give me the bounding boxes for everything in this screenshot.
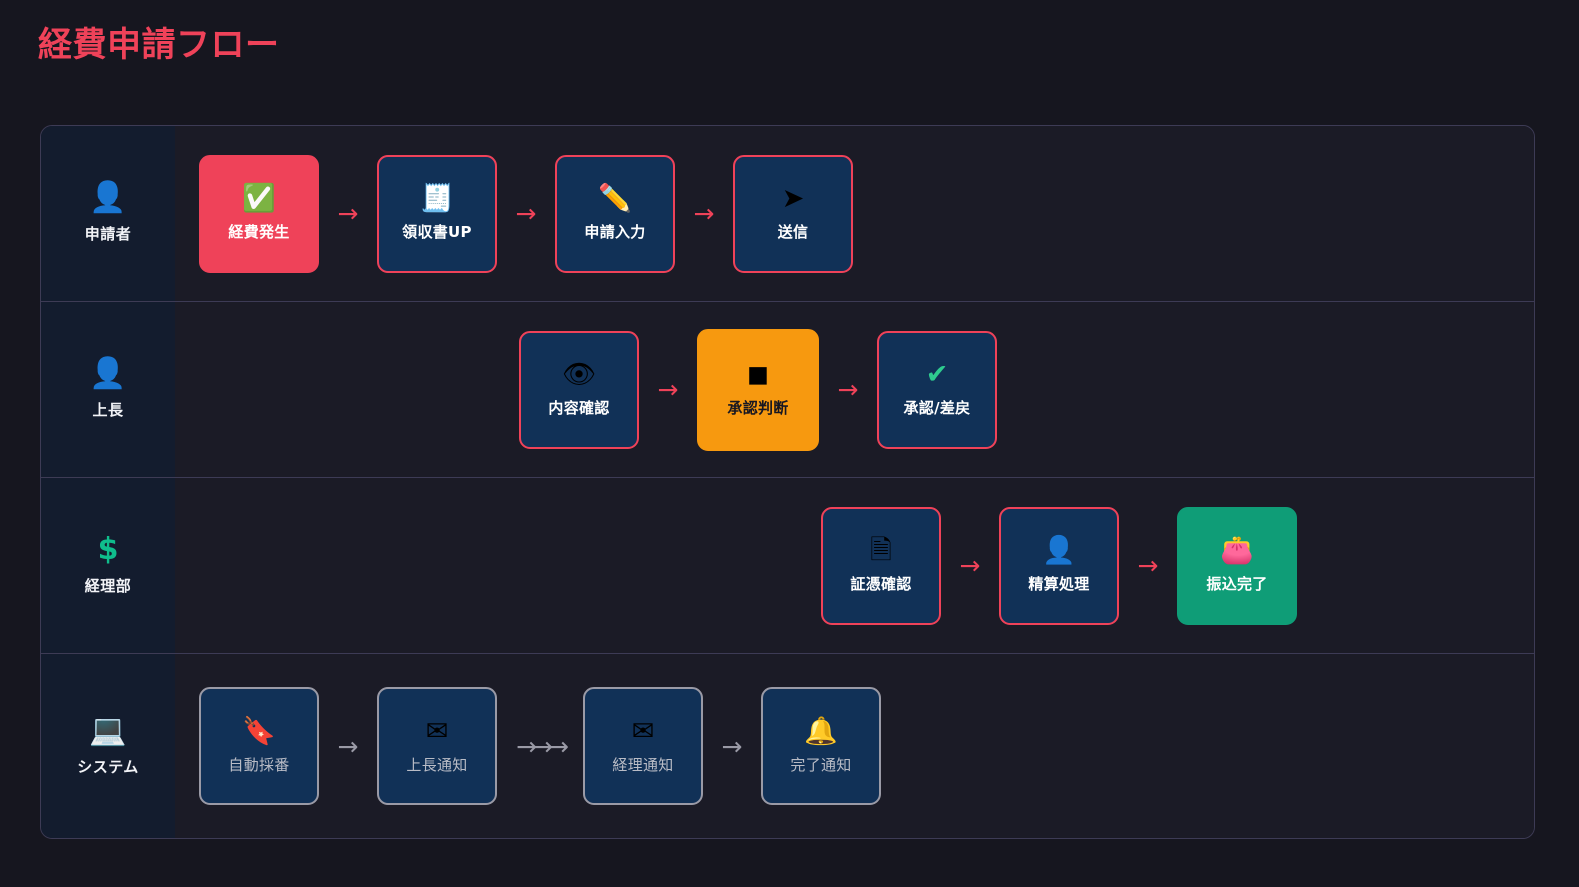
check-circle-icon: ✅ bbox=[242, 183, 276, 214]
node-label: 申請入力 bbox=[584, 223, 646, 241]
envelope-icon: ✉ bbox=[425, 715, 449, 747]
node-keiri-tsuchi[interactable]: ✉ 経理通知 bbox=[583, 687, 703, 805]
node-jido-saiban[interactable]: 🔖 自動採番 bbox=[199, 687, 319, 805]
node-label: 完了通知 bbox=[790, 755, 852, 774]
node-label: 上長通知 bbox=[406, 755, 468, 774]
flow-arrow-triple: →→→ bbox=[516, 731, 569, 761]
node-seisan-shori[interactable]: 👤 精算処理 bbox=[999, 506, 1119, 625]
node-label: 精算処理 bbox=[1028, 575, 1090, 593]
node-furikomi-kanryo[interactable]: 👛 振込完了 bbox=[1177, 506, 1297, 625]
lane-label-applicant: 👤 申請者 bbox=[41, 126, 175, 301]
lane-name-manager: 上長 bbox=[92, 401, 124, 419]
swimlane-accounting: $ 経理部 🗎 証憑確認 → 👤 精算処理 → 👛 bbox=[41, 478, 1534, 654]
lane-track-manager: 👁 内容確認 → ◼ 承認判断 → ✔ 承認/差戻 bbox=[175, 302, 1534, 477]
person-badge-icon: 👤 bbox=[1042, 535, 1076, 566]
dollar-icon: $ bbox=[97, 532, 119, 567]
node-soshin[interactable]: ➤ 送信 bbox=[733, 154, 853, 273]
node-label: 承認判断 bbox=[727, 399, 789, 417]
lane-label-manager: 👤 上長 bbox=[41, 302, 175, 477]
lane-label-system: 💻 システム bbox=[41, 654, 175, 838]
node-naiyo-kakunin[interactable]: 👁 内容確認 bbox=[519, 330, 639, 449]
node-ryoshusho-up[interactable]: 🧾 領収書UP bbox=[377, 154, 497, 273]
lane-track-system: 🔖 自動採番 → ✉ 上長通知 →→→ ✉ 経理通知 → bbox=[175, 654, 1534, 838]
node-label: 承認/差戻 bbox=[903, 399, 971, 417]
document-add-icon: 🗎 bbox=[870, 535, 892, 566]
node-label: 自動採番 bbox=[228, 755, 290, 774]
page-title: 経費申請フロー bbox=[38, 25, 280, 65]
node-shonin-handan[interactable]: ◼ 承認判断 bbox=[697, 328, 819, 451]
envelope-icon: ✉ bbox=[631, 715, 655, 747]
node-label: 内容確認 bbox=[548, 399, 610, 417]
node-label: 振込完了 bbox=[1206, 575, 1268, 593]
node-label: 証憑確認 bbox=[850, 575, 912, 593]
flow-arrow: → bbox=[837, 375, 859, 404]
lane-name-system: システム bbox=[77, 757, 139, 776]
flow-arrow: → bbox=[337, 199, 359, 228]
lane-name-accounting: 経理部 bbox=[84, 577, 132, 595]
check-mark-icon: ✔ bbox=[925, 359, 949, 390]
person-icon: 👤 bbox=[89, 180, 127, 215]
node-jocho-tsuchi[interactable]: ✉ 上長通知 bbox=[377, 687, 497, 805]
node-label: 領収書UP bbox=[402, 223, 472, 241]
receipt-icon: 🧾 bbox=[420, 183, 454, 214]
node-shonin-sashimodoshi[interactable]: ✔ 承認/差戻 bbox=[877, 330, 997, 449]
flow-arrow: → bbox=[1137, 551, 1159, 580]
node-shohyo-kakunin[interactable]: 🗎 証憑確認 bbox=[821, 506, 941, 625]
swimlane-applicant: 👤 申請者 ✅ 経費発生 → 🧾 領収書UP → ✏️ bbox=[41, 126, 1534, 302]
eye-icon: 👁 bbox=[561, 359, 597, 390]
lane-label-accounting: $ 経理部 bbox=[41, 478, 175, 653]
flow-arrow: → bbox=[721, 731, 743, 761]
node-shinsei-nyuryoku[interactable]: ✏️ 申請入力 bbox=[555, 154, 675, 273]
lane-track-applicant: ✅ 経費発生 → 🧾 領収書UP → ✏️ 申請入力 → bbox=[175, 126, 1534, 301]
flow-arrow: → bbox=[959, 551, 981, 580]
node-label: 経理通知 bbox=[612, 755, 674, 774]
swimlane-manager: 👤 上長 👁 内容確認 → ◼ 承認判断 → ✔ bbox=[41, 302, 1534, 478]
pencil-icon: ✏️ bbox=[598, 183, 632, 214]
swimlane-system: 💻 システム 🔖 自動採番 → ✉ 上長通知 →→→ bbox=[41, 654, 1534, 838]
flow-arrow: → bbox=[337, 731, 359, 761]
flow-arrow: → bbox=[693, 199, 715, 228]
flow-arrow: → bbox=[515, 199, 537, 228]
send-icon: ➤ bbox=[781, 183, 805, 214]
node-kanryo-tsuchi[interactable]: 🔔 完了通知 bbox=[761, 687, 881, 805]
lane-name-applicant: 申請者 bbox=[84, 225, 132, 243]
wallet-icon: 👛 bbox=[1220, 535, 1254, 566]
person-circle-icon: 👤 bbox=[89, 356, 127, 391]
node-label: 経費発生 bbox=[228, 223, 290, 241]
bookmark-icon: 🔖 bbox=[242, 715, 276, 747]
swimlane-diagram: 👤 申請者 ✅ 経費発生 → 🧾 領収書UP → ✏️ bbox=[40, 125, 1535, 839]
laptop-icon: 💻 bbox=[89, 712, 127, 748]
bell-icon: 🔔 bbox=[804, 715, 838, 747]
decision-diamond-icon: ◼ bbox=[746, 359, 770, 390]
lane-track-accounting: 🗎 証憑確認 → 👤 精算処理 → 👛 振込完了 bbox=[175, 478, 1534, 653]
node-keihi-hassei[interactable]: ✅ 経費発生 bbox=[199, 154, 319, 273]
flow-arrow: → bbox=[657, 375, 679, 404]
node-label: 送信 bbox=[777, 223, 809, 241]
